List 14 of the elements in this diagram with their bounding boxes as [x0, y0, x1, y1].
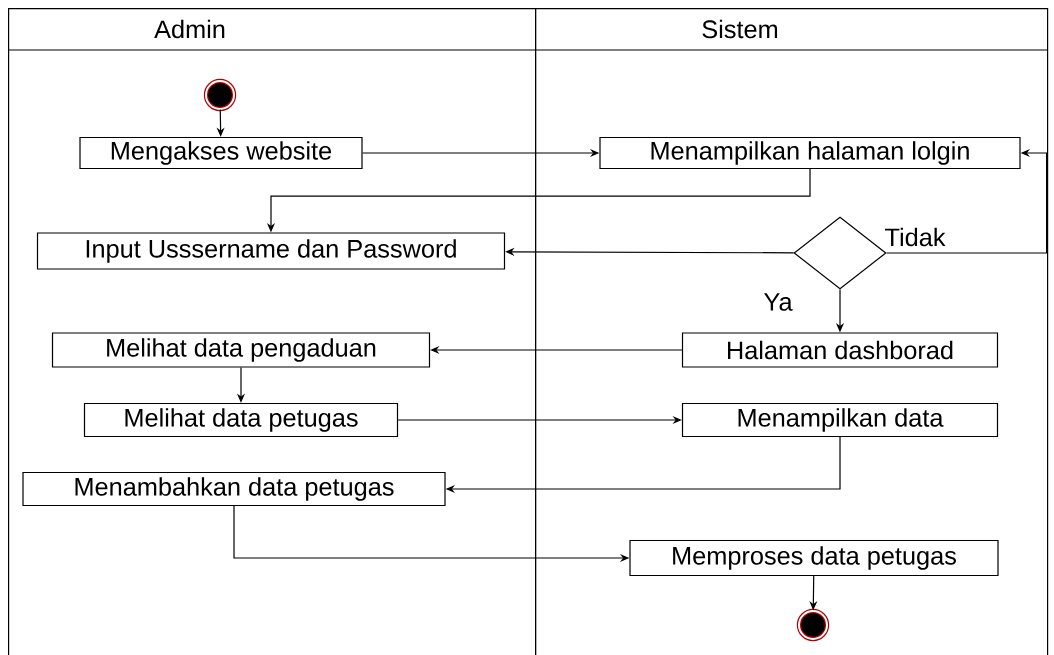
activity-box: Menambahkan data petugas [22, 471, 446, 507]
edge-label: Ya [764, 293, 793, 311]
activity-box: Halaman dashborad [681, 332, 999, 368]
edge-label: Tidak [885, 227, 946, 247]
end-node [796, 608, 830, 642]
activity-box: Mengakses website [79, 136, 363, 170]
activity-box: Menampilkan data [681, 402, 999, 438]
activity-box: Menampilkan halaman lolgin [599, 136, 1021, 170]
activity-box: Melihat data petugas [83, 402, 399, 438]
start-node [203, 78, 237, 112]
decision-diamond [793, 216, 887, 290]
activity-box: Memproses data petugas [629, 539, 999, 577]
activity-box: Melihat data pengaduan [51, 332, 431, 368]
activity-box: Input Usssername dan Password [36, 232, 506, 270]
